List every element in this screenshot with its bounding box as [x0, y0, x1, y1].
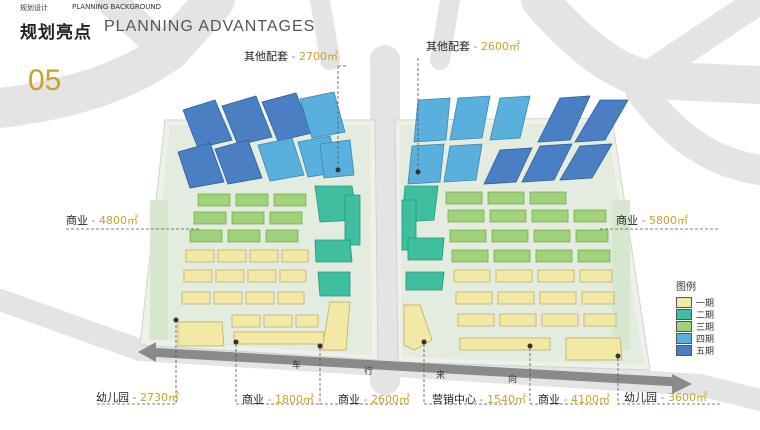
legend-label: 三期	[696, 322, 715, 333]
annotation-separator: -	[132, 391, 137, 404]
annotation-value: 3600㎡	[667, 391, 707, 404]
annotation-label: 商业	[242, 393, 264, 406]
annotation-label: 其他配套	[244, 50, 288, 63]
annotation-label: 商业	[66, 214, 88, 227]
annotation-value: 2730㎡	[139, 391, 179, 404]
road-direction-char: 来	[436, 371, 446, 381]
page-title: 规划亮点	[20, 23, 92, 43]
section-number: 05	[28, 64, 62, 97]
annotation-label: 其他配套	[426, 40, 470, 53]
legend-title: 图例	[676, 282, 696, 293]
legend-label: 五期	[696, 346, 715, 357]
annotation-other-facilities-right: 其他配套 - 2600㎡	[426, 38, 520, 54]
annotation-value: 2600㎡	[480, 40, 520, 53]
annotation-label: 幼儿园	[624, 391, 657, 404]
annotation-separator: -	[291, 50, 296, 63]
annotation-separator: -	[473, 40, 478, 53]
annotation-commerce-right: 商业 - 5800㎡	[616, 212, 688, 228]
road-direction-char: 车	[292, 361, 302, 371]
annotation-kindergarten-right: 幼儿园 - 3600㎡	[624, 389, 707, 405]
legend-swatch	[676, 308, 692, 320]
legend-swatch	[676, 332, 692, 344]
annotation-label: 商业	[338, 393, 360, 406]
annotation-value: 1540㎡	[486, 393, 526, 406]
annotation-value: 5800㎡	[648, 214, 688, 227]
annotation-value: 2600㎡	[370, 393, 410, 406]
annotation-separator: -	[363, 393, 368, 406]
annotation-separator: -	[660, 391, 665, 404]
annotation-value: 1800㎡	[274, 393, 314, 406]
legend-swatch	[676, 344, 692, 356]
annotation-separator: -	[267, 393, 272, 406]
legend-item: 五期	[676, 344, 715, 357]
legend-swatch	[676, 296, 692, 308]
annotation-value: 2700㎡	[298, 50, 338, 63]
annotation-commerce-bottom-3: 商业 - 4100㎡	[538, 391, 610, 407]
annotation-label: 商业	[538, 393, 560, 406]
legend-item: 四期	[676, 332, 715, 345]
legend-label: 四期	[696, 334, 715, 345]
annotation-label: 营销中心	[432, 393, 476, 406]
annotation-commerce-left: 商业 - 4800㎡	[66, 212, 138, 228]
section-subtitle: PLANNING BACKGROUND	[72, 3, 161, 11]
legend-item: 一期	[676, 296, 715, 309]
section-label: 规划设计	[20, 4, 48, 12]
legend-item: 二期	[676, 308, 715, 321]
legend-label: 一期	[696, 298, 715, 309]
annotation-separator: -	[641, 214, 646, 227]
annotation-commerce-bottom-1: 商业 - 1800㎡	[242, 391, 314, 407]
legend-swatch	[676, 320, 692, 332]
annotation-value: 4800㎡	[98, 214, 138, 227]
road-direction-char: 行	[364, 367, 374, 377]
annotation-separator: -	[563, 393, 568, 406]
annotation-kindergarten-left: 幼儿园 - 2730㎡	[96, 389, 179, 405]
road-direction-char: 向	[508, 375, 518, 385]
annotation-other-facilities-left: 其他配套 - 2700㎡	[244, 48, 338, 64]
annotation-label: 商业	[616, 214, 638, 227]
annotation-separator: -	[479, 393, 484, 406]
page-title-english: PLANNING ADVANTAGES	[104, 18, 316, 35]
annotation-label: 幼儿园	[96, 391, 129, 404]
legend-label: 二期	[696, 310, 715, 321]
legend: 图例 一期 二期 三期 四期 五期	[676, 278, 715, 357]
annotation-sales-center: 营销中心 - 1540㎡	[432, 391, 526, 407]
legend-item: 三期	[676, 320, 715, 333]
annotation-value: 4100㎡	[570, 393, 610, 406]
annotation-separator: -	[91, 214, 96, 227]
annotation-commerce-bottom-2: 商业 - 2600㎡	[338, 391, 410, 407]
